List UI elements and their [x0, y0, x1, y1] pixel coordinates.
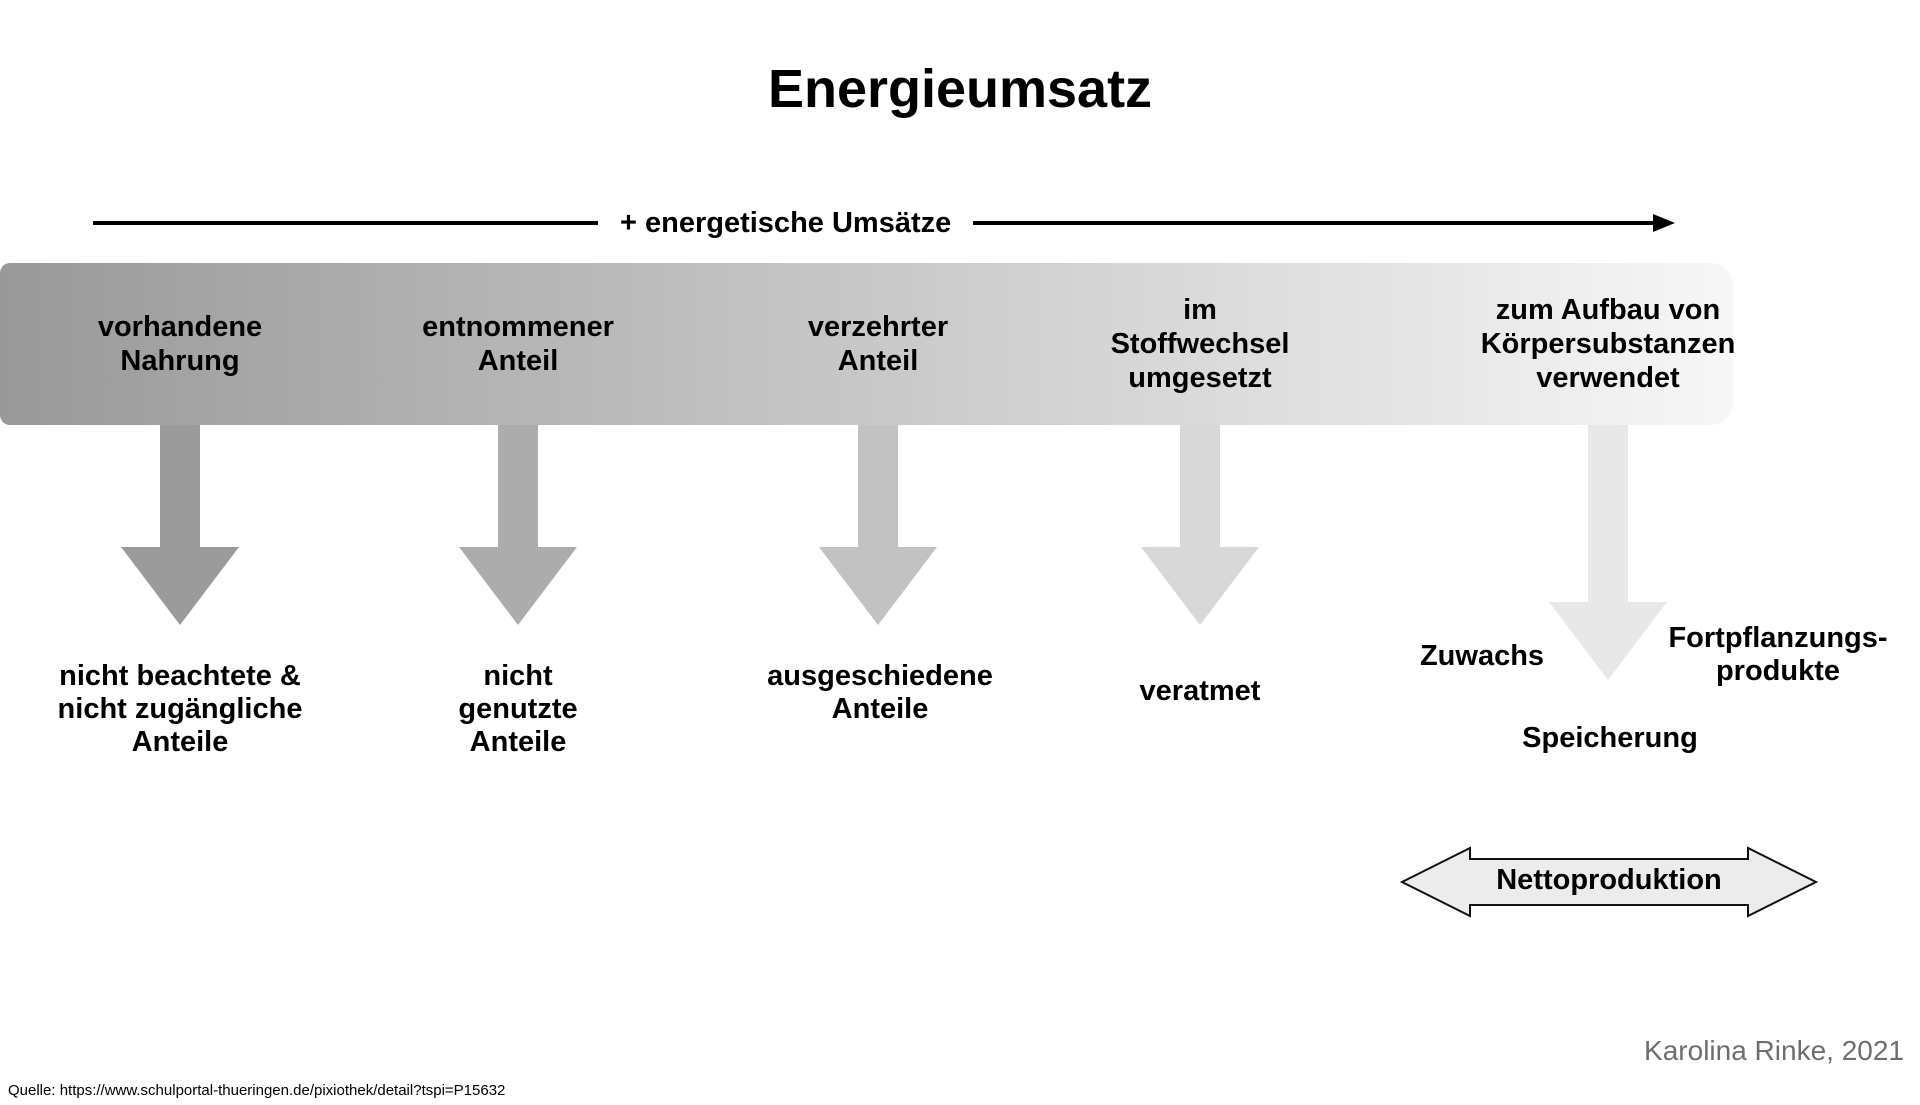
- output-label-nicht-genutzte: nicht genutzte Anteile: [458, 660, 578, 758]
- output-label-fortpflanzungsprodukte: Fortpflanzungs- produkte: [1668, 622, 1888, 687]
- output-label-nicht-beachtete: nicht beachtete & nicht zugängliche Ante…: [57, 660, 303, 758]
- down-arrow-icon-3: [819, 425, 937, 625]
- output-label-speicherung: Speicherung: [1522, 722, 1698, 754]
- stage-label-koerpersubstanzen: zum Aufbau von Körpersubstanzen verwende…: [1480, 294, 1736, 394]
- output-label-zuwachs: Zuwachs: [1419, 640, 1545, 672]
- author-credit: Karolina Rinke, 2021: [1644, 1035, 1904, 1066]
- down-arrow-shape-1: [121, 425, 239, 625]
- down-arrow-shape-3: [819, 425, 937, 625]
- down-arrow-icon-5: [1549, 425, 1667, 680]
- page-title: Energieumsatz: [767, 59, 1153, 119]
- arrow-line-right: [973, 221, 1653, 225]
- netto-double-arrow-icon: [1400, 846, 1818, 918]
- netto-production-label: Nettoproduktion: [1496, 864, 1722, 896]
- down-arrow-shape-5: [1549, 425, 1667, 680]
- down-arrow-icon-4: [1141, 425, 1259, 625]
- stage-label-stoffwechsel: im Stoffwechsel umgesetzt: [1110, 294, 1290, 394]
- output-label-veratmet: veratmet: [1139, 675, 1261, 707]
- stage-label-entnommener-anteil: entnommener Anteil: [422, 311, 614, 377]
- source-line: Quelle: https://www.schulportal-thuering…: [8, 1082, 506, 1099]
- down-arrow-icon-2: [459, 425, 577, 625]
- stage-label-vorhandene-nahrung: vorhandene Nahrung: [97, 311, 263, 377]
- right-arrowhead-icon: [1653, 214, 1675, 232]
- arrow-line-left: [93, 221, 598, 225]
- down-arrow-icon-1: [121, 425, 239, 625]
- netto-double-arrow-shape: [1400, 846, 1818, 918]
- output-label-ausgeschiedene: ausgeschiedene Anteile: [767, 660, 993, 725]
- energetic-turnover-arrow: + energetische Umsätze: [93, 203, 1675, 243]
- down-arrow-shape-4: [1141, 425, 1259, 625]
- stage-label-verzehrter-anteil: verzehrter Anteil: [807, 311, 949, 377]
- down-arrow-shape-2: [459, 425, 577, 625]
- energetic-turnover-label: + energetische Umsätze: [620, 206, 952, 239]
- gradient-stage-bar: [0, 263, 1733, 425]
